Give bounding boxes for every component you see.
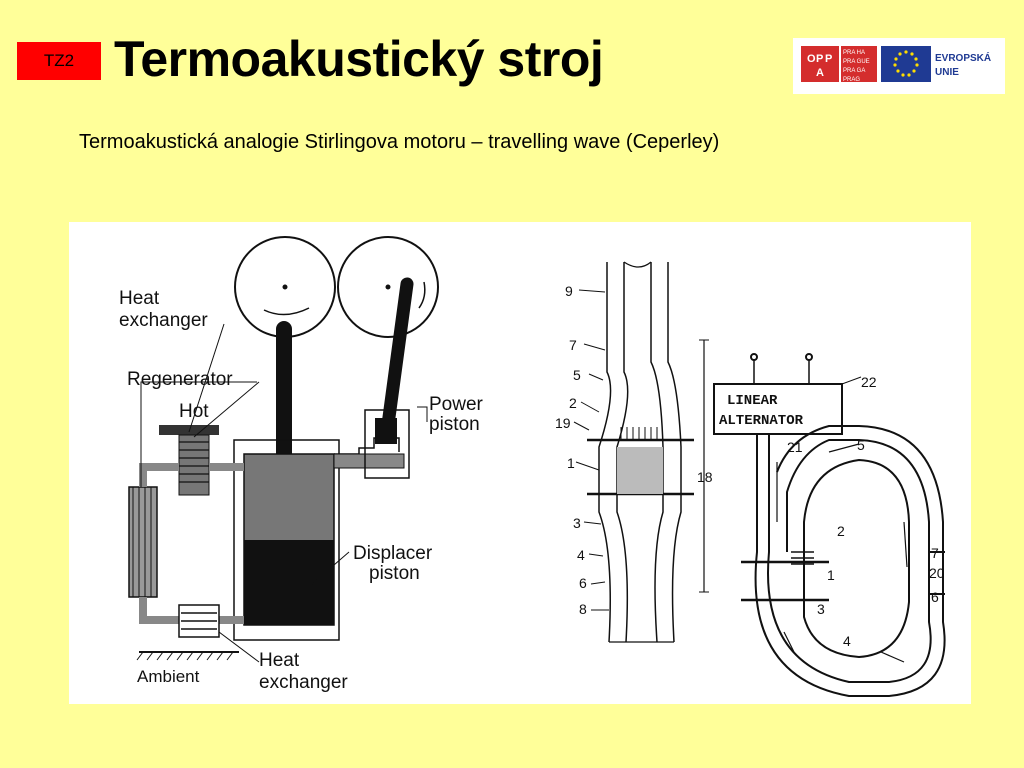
tube-number-2: 2 (569, 395, 577, 411)
loop-number-21: 21 (787, 439, 803, 455)
eu-stars (893, 50, 919, 78)
regenerator (178, 434, 210, 496)
label-regenerator: Regenerator (127, 369, 233, 390)
loop-number-20: 20 (929, 565, 945, 581)
cylinder-outer (233, 439, 340, 641)
flywheel-right (337, 236, 439, 338)
alternator-number: 22 (861, 374, 877, 390)
displacer-piston (244, 540, 334, 625)
alternator-label-1: LINEAR (727, 393, 778, 409)
tube-number-9: 9 (565, 283, 573, 299)
tube-number-19: 19 (555, 415, 571, 431)
tube-number-1: 1 (567, 455, 575, 471)
eu-text-1: EVROPSKÁ (935, 51, 991, 64)
praha-line-2: PRA GUE (843, 59, 870, 65)
slide-tag: TZ2 (17, 42, 101, 80)
loop-number-4: 4 (843, 633, 851, 649)
power-piston (375, 418, 397, 444)
tube-number-3: 3 (573, 515, 581, 531)
label-hot: Hot (179, 401, 209, 422)
oppa-eu-logo: O P P A PRA HA PRA GUE PRA GA PRAG EVROP… (793, 38, 1005, 94)
opp-letter-2: P (816, 53, 823, 65)
rotation-arrow-left (263, 307, 310, 316)
regenerator-core (617, 447, 663, 494)
linear-alternator-box (713, 383, 843, 435)
label-heat-exchanger-bottom-1: Heat (259, 650, 300, 671)
label-heat-exchanger-bottom-2: exchanger (259, 672, 348, 693)
label-power-piston-2: piston (429, 414, 480, 435)
alternator-label-2: ALTERNATOR (719, 413, 804, 429)
slide-title: Termoakustický stroj (114, 31, 604, 87)
praha-line-1: PRA HA (843, 50, 865, 56)
loop-number-5: 5 (857, 437, 865, 453)
loop-number-2: 2 (837, 523, 845, 539)
power-cylinder (364, 409, 410, 479)
label-ambient: Ambient (137, 667, 200, 686)
loop-number-7: 7 (931, 545, 939, 561)
resonator-tube-diagram (573, 261, 709, 643)
label-heat-exchanger-top-2: exchanger (119, 310, 208, 331)
praha-block (841, 46, 877, 82)
tube-number-6: 6 (579, 575, 587, 591)
label-heat-exchanger-top-1: Heat (119, 288, 160, 309)
praha-line-4: PRAG (843, 77, 860, 83)
label-power-piston-1: Power (429, 394, 484, 415)
loop-number-1: 1 (827, 567, 835, 583)
figure-panel: Heat exchanger Regenerator Hot Power pis… (69, 222, 971, 704)
loop-number-3: 3 (817, 601, 825, 617)
hot-plate (159, 425, 219, 435)
opp-letter-4: A (816, 67, 824, 79)
tube-number-7: 7 (569, 337, 577, 353)
hot-gas-space (244, 454, 334, 542)
opp-block (801, 46, 839, 82)
stirling-engine-diagram (128, 236, 439, 663)
label-displacer-2: piston (369, 563, 420, 584)
tube-number-8: 8 (579, 601, 587, 617)
opp-letter-1: O (807, 53, 816, 65)
loop-inner-wall (803, 458, 910, 659)
power-piston-rod (380, 277, 414, 439)
opp-letter-3: P (825, 53, 832, 65)
tube-number-5: 5 (573, 367, 581, 383)
loop-number-6: 6 (931, 589, 939, 605)
praha-line-3: PRA GA (843, 68, 865, 74)
rotation-arrow-right (418, 281, 426, 309)
slide-subtitle: Termoakustická analogie Stirlingova moto… (79, 131, 720, 153)
label-displacer-1: Displacer (353, 543, 433, 564)
travelling-wave-loop-diagram (713, 353, 946, 697)
tube-number-4: 4 (577, 547, 585, 563)
eu-text-2: UNIE (935, 67, 959, 78)
heat-exchanger-left (128, 486, 158, 598)
tube-length-label: 18 (697, 469, 713, 485)
